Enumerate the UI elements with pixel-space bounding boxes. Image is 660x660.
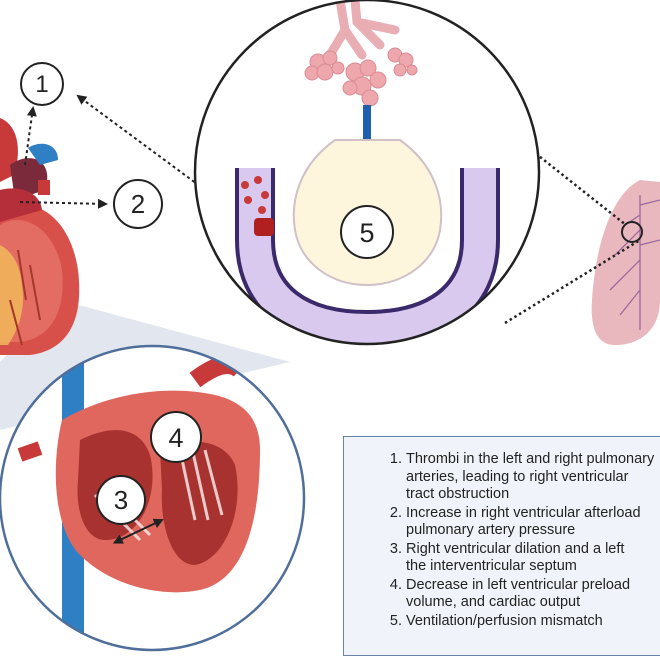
callout-label: 5 (359, 218, 374, 248)
bottom-lens-border (0, 344, 306, 652)
legend-list: Thrombi in the left and right pulmonarya… (366, 451, 660, 630)
legend-item-2: Increase in right ventricular afterloadp… (406, 505, 660, 540)
flow-arrow-shaft (363, 105, 371, 160)
lung-illustration (591, 180, 660, 345)
legend-item-3: Right ventricular dilation and a leftthe… (406, 541, 660, 576)
lung-focus-circle (621, 221, 643, 243)
alveolus-magnified-view (193, 0, 541, 346)
legend-item-line: the interventricular septum (406, 558, 577, 574)
arrow-to-callout-2 (19, 198, 108, 209)
callout-4: 4 (150, 411, 202, 463)
legend-item-line: Thrombi in the left and right pulmonary (406, 451, 655, 467)
valve-leaflets (93, 447, 224, 542)
callout-label: 4 (168, 423, 183, 453)
callout-2: 2 (113, 179, 163, 229)
top-lens-border (193, 0, 541, 346)
legend-item-line: Right ventricular dilation and a left (406, 540, 625, 557)
callout-3: 3 (96, 475, 146, 525)
callout-label: 1 (35, 71, 48, 98)
legend-item-4: Decrease in left ventricular preloadvolu… (406, 577, 660, 612)
callout-label: 3 (114, 485, 128, 515)
legend-item-5: Ventilation/perfusion mismatch (406, 613, 660, 631)
heart-cross-section-view (0, 344, 306, 652)
arrow-to-callout-1 (24, 106, 37, 166)
thrombus (254, 218, 274, 236)
ventricle-chamber (160, 441, 238, 565)
legend-item-line: Increase in right ventricular afterload (406, 504, 641, 521)
callout-label: 2 (131, 189, 145, 219)
connector-dotted-line (504, 238, 641, 325)
legend-item-line: pulmonary artery pressure (406, 522, 576, 538)
heart-illustration (0, 118, 80, 355)
septum-arrow (112, 518, 164, 544)
alveolar-sacs (304, 47, 418, 107)
legend-box: Thrombi in the left and right pulmonarya… (343, 436, 660, 656)
legend-item-line: Decrease in left ventricular preload (406, 576, 631, 593)
legend-item-line: Ventilation/perfusion mismatch (406, 612, 603, 629)
legend-item-line: arteries, leading to right ventricular (406, 468, 629, 485)
callout-5: 5 (340, 205, 394, 259)
callout-1: 1 (20, 62, 64, 106)
legend-item-line: volume, and cardiac output (406, 594, 581, 610)
legend-item-line: tract obstruction (406, 486, 510, 502)
legend-item-1: Thrombi in the left and right pulmonarya… (406, 451, 660, 504)
red-blood-cells (241, 176, 269, 214)
